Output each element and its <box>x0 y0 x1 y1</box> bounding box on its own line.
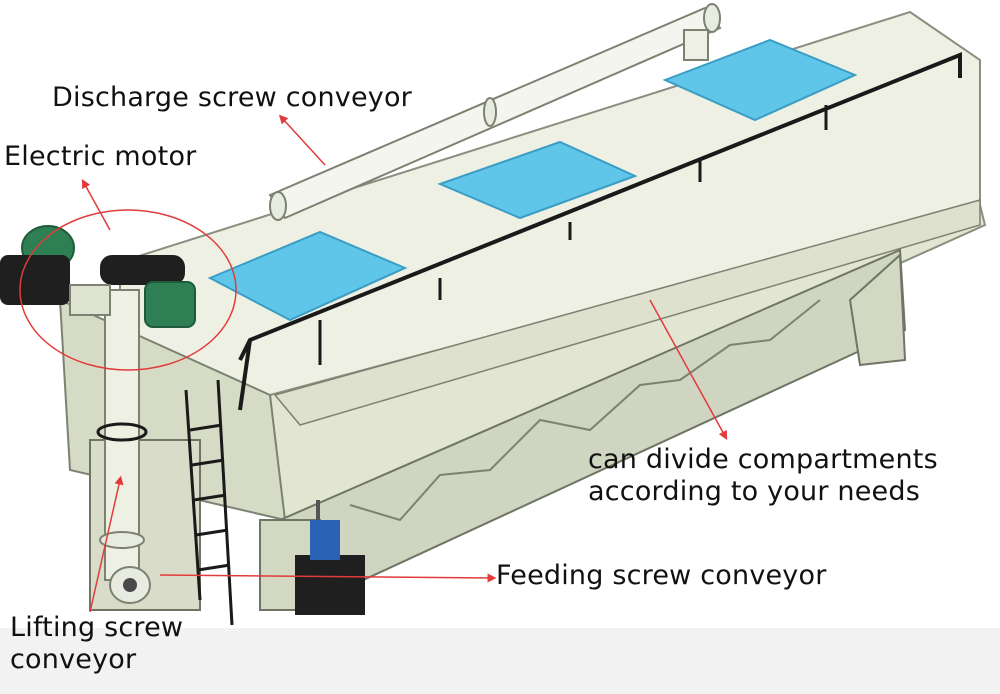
safety-railing <box>238 52 962 361</box>
label-lifting-line1: Lifting screw <box>10 612 184 643</box>
hatch-1 <box>207 230 408 322</box>
hatch-2 <box>437 140 638 220</box>
label-electric-motor: Electric motor <box>4 141 197 172</box>
access-ladder <box>184 379 234 626</box>
annotation-arrows <box>81 114 728 613</box>
label-lifting-line2: conveyor <box>10 643 137 675</box>
label-lifting-screw-conveyor: Lifting screw conveyor <box>10 612 183 676</box>
ground-strip <box>0 628 1000 694</box>
lifting-pipe <box>96 289 151 604</box>
feeding-pump-unit <box>295 500 365 615</box>
hatch-3 <box>662 38 858 122</box>
label-compartments-line2: according to your needs <box>588 475 920 507</box>
electric-motor <box>0 225 196 328</box>
motor-highlight-circle <box>19 209 237 371</box>
label-compartments-line1: can divide compartments <box>588 444 938 475</box>
discharge-pipe <box>268 3 722 221</box>
label-compartments: can divide compartments according to you… <box>588 444 938 508</box>
label-feeding-screw-conveyor: Feeding screw conveyor <box>496 560 827 591</box>
label-discharge-screw-conveyor: Discharge screw conveyor <box>52 82 412 113</box>
